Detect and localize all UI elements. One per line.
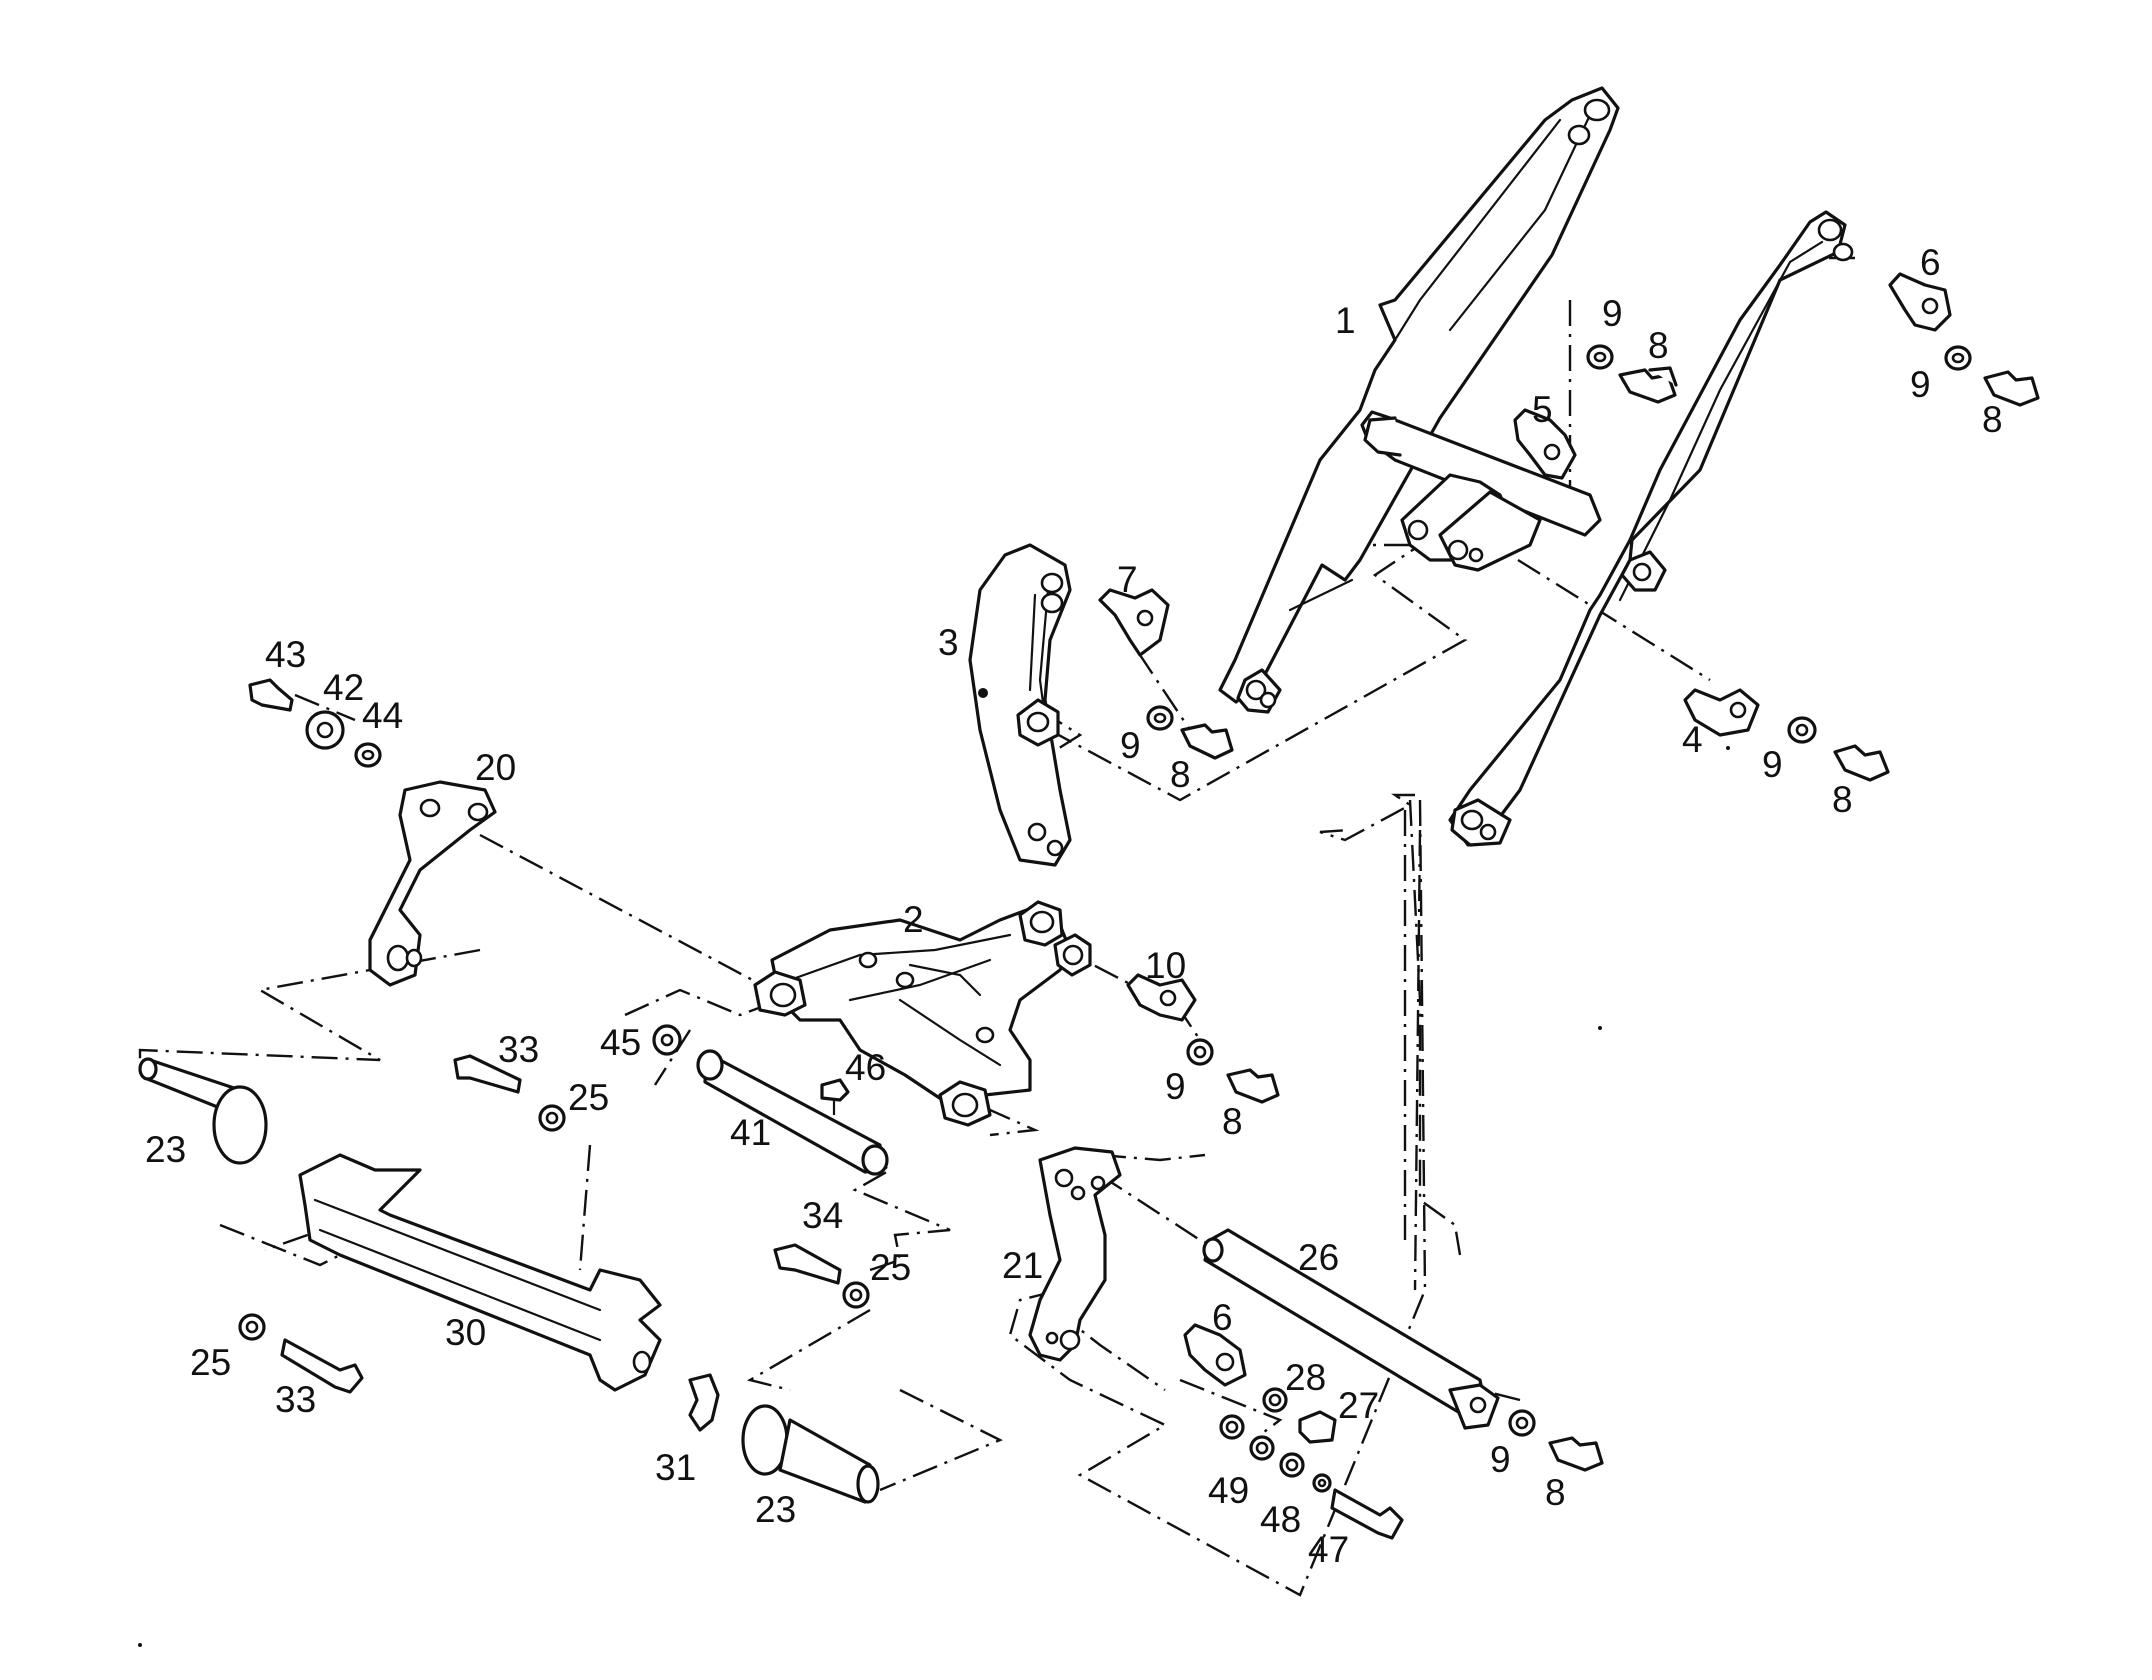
part-21-link-plate: [1028, 1146, 1122, 1362]
callout-7: 7: [1117, 559, 1138, 600]
part-23-pin-upper: [138, 1057, 268, 1165]
washer-25-c: [238, 1313, 266, 1341]
part-26-rod: [1202, 1228, 1500, 1430]
callout-45: 45: [600, 1022, 641, 1063]
callout-4: 4: [1682, 719, 1703, 760]
part-30-cross-beam: [298, 1153, 662, 1392]
callout-8-center: 8: [1170, 754, 1191, 795]
callout-9-center: 9: [1120, 725, 1141, 766]
callout-9-top-center: 9: [1602, 293, 1623, 334]
part-1-lifting-frame: [1218, 86, 1854, 847]
callout-8-right-mid: 8: [1832, 779, 1853, 820]
washer-42: [305, 710, 345, 750]
callout-21: 21: [1002, 1245, 1043, 1286]
washers: [238, 344, 1972, 1493]
bolt-34: [773, 1243, 842, 1285]
washer-49: [1219, 1414, 1245, 1440]
part-6-pin-top: [1888, 272, 1952, 332]
bolt-8-top-center: [1618, 366, 1678, 404]
washer-25-a: [538, 1104, 566, 1132]
part-6-pin-bottom: [1183, 1323, 1247, 1387]
callout-9-mid: 9: [1165, 1066, 1186, 1107]
bolt-43: [248, 678, 294, 712]
bolt-46: [820, 1078, 850, 1115]
callout-6-bottom: 6: [1212, 1297, 1233, 1338]
callout-1: 1: [1335, 300, 1356, 341]
washer-47: [1312, 1473, 1332, 1493]
callout-8-mid: 8: [1222, 1101, 1243, 1142]
washer-9-mid: [1186, 1038, 1214, 1066]
callout-labels: 1 2 3 4 5 6 6 7 8 8 8 8 8 8 9 9 9 9 9 9 …: [145, 242, 2003, 1570]
part-10-pin: [1126, 973, 1197, 1022]
bolt-33-b: [280, 1338, 364, 1394]
washer-9-right-mid: [1787, 716, 1817, 744]
part-23-pin-lower: [741, 1404, 880, 1504]
washer-9-top-right: [1944, 345, 1972, 371]
scan-specks: [138, 746, 1730, 1647]
callout-28: 28: [1285, 1357, 1326, 1398]
callout-34: 34: [802, 1195, 843, 1236]
washer-25-b: [842, 1281, 870, 1309]
bolts: [248, 366, 2040, 1540]
washer-28: [1262, 1387, 1288, 1413]
callout-5: 5: [1532, 389, 1553, 430]
callout-25-a: 25: [568, 1077, 609, 1118]
washer-48a: [1249, 1435, 1275, 1461]
callout-44: 44: [362, 695, 403, 736]
callout-26: 26: [1298, 1237, 1339, 1278]
bolt-8-mid: [1226, 1068, 1280, 1104]
part-2-carrier-bracket: [753, 900, 1092, 1127]
bolt-8-right-mid: [1833, 744, 1890, 782]
callout-43: 43: [265, 634, 306, 675]
callout-23-upper: 23: [145, 1129, 186, 1170]
callout-46: 46: [845, 1047, 886, 1088]
part-7-pin: [1098, 588, 1170, 657]
part-5-pin: [1513, 408, 1577, 480]
callout-6-top: 6: [1920, 242, 1941, 283]
callout-25-b: 25: [870, 1247, 911, 1288]
callout-20: 20: [475, 747, 516, 788]
callout-49: 49: [1208, 1470, 1249, 1511]
callout-2: 2: [903, 899, 924, 940]
washer-44: [354, 742, 382, 768]
bolt-47: [1330, 1488, 1404, 1540]
callout-8-top-right: 8: [1982, 399, 2003, 440]
washer-9-top-center: [1586, 344, 1614, 370]
callout-25-c: 25: [190, 1342, 231, 1383]
callout-10: 10: [1145, 945, 1186, 986]
part-3-lever-arm: [968, 543, 1072, 867]
part-41-tube: [696, 1049, 889, 1176]
bolt-8-bottom-right: [1548, 1436, 1604, 1472]
callout-23-lower: 23: [755, 1489, 796, 1530]
callout-9-top-right: 9: [1910, 364, 1931, 405]
callout-41: 41: [730, 1112, 771, 1153]
bolt-8-center: [1180, 723, 1234, 760]
callout-33-a: 33: [498, 1029, 539, 1070]
part-4-pin: [1683, 688, 1760, 737]
callout-33-b: 33: [275, 1379, 316, 1420]
bolt-8-top-right: [1983, 370, 2040, 407]
callout-3: 3: [938, 622, 959, 663]
callout-9-bottom-right: 9: [1490, 1439, 1511, 1480]
washer-45: [652, 1024, 682, 1056]
part-20-link-plate: [368, 780, 497, 987]
washer-9-center-small: [1146, 705, 1174, 731]
callout-27: 27: [1338, 1385, 1379, 1426]
callout-30: 30: [445, 1312, 486, 1353]
washer-9-bottom-right: [1508, 1409, 1536, 1437]
bolt-33-a: [453, 1054, 522, 1094]
callout-48: 48: [1260, 1499, 1301, 1540]
callout-8-bottom-right: 8: [1545, 1472, 1566, 1513]
callout-8-top-center: 8: [1648, 325, 1669, 366]
bolt-27: [1298, 1410, 1337, 1444]
clip-31: [688, 1373, 720, 1432]
callout-31: 31: [655, 1447, 696, 1488]
callout-47: 47: [1308, 1529, 1349, 1570]
washer-48b: [1279, 1452, 1305, 1478]
callout-42: 42: [323, 667, 364, 708]
callout-9-right-mid: 9: [1762, 744, 1783, 785]
